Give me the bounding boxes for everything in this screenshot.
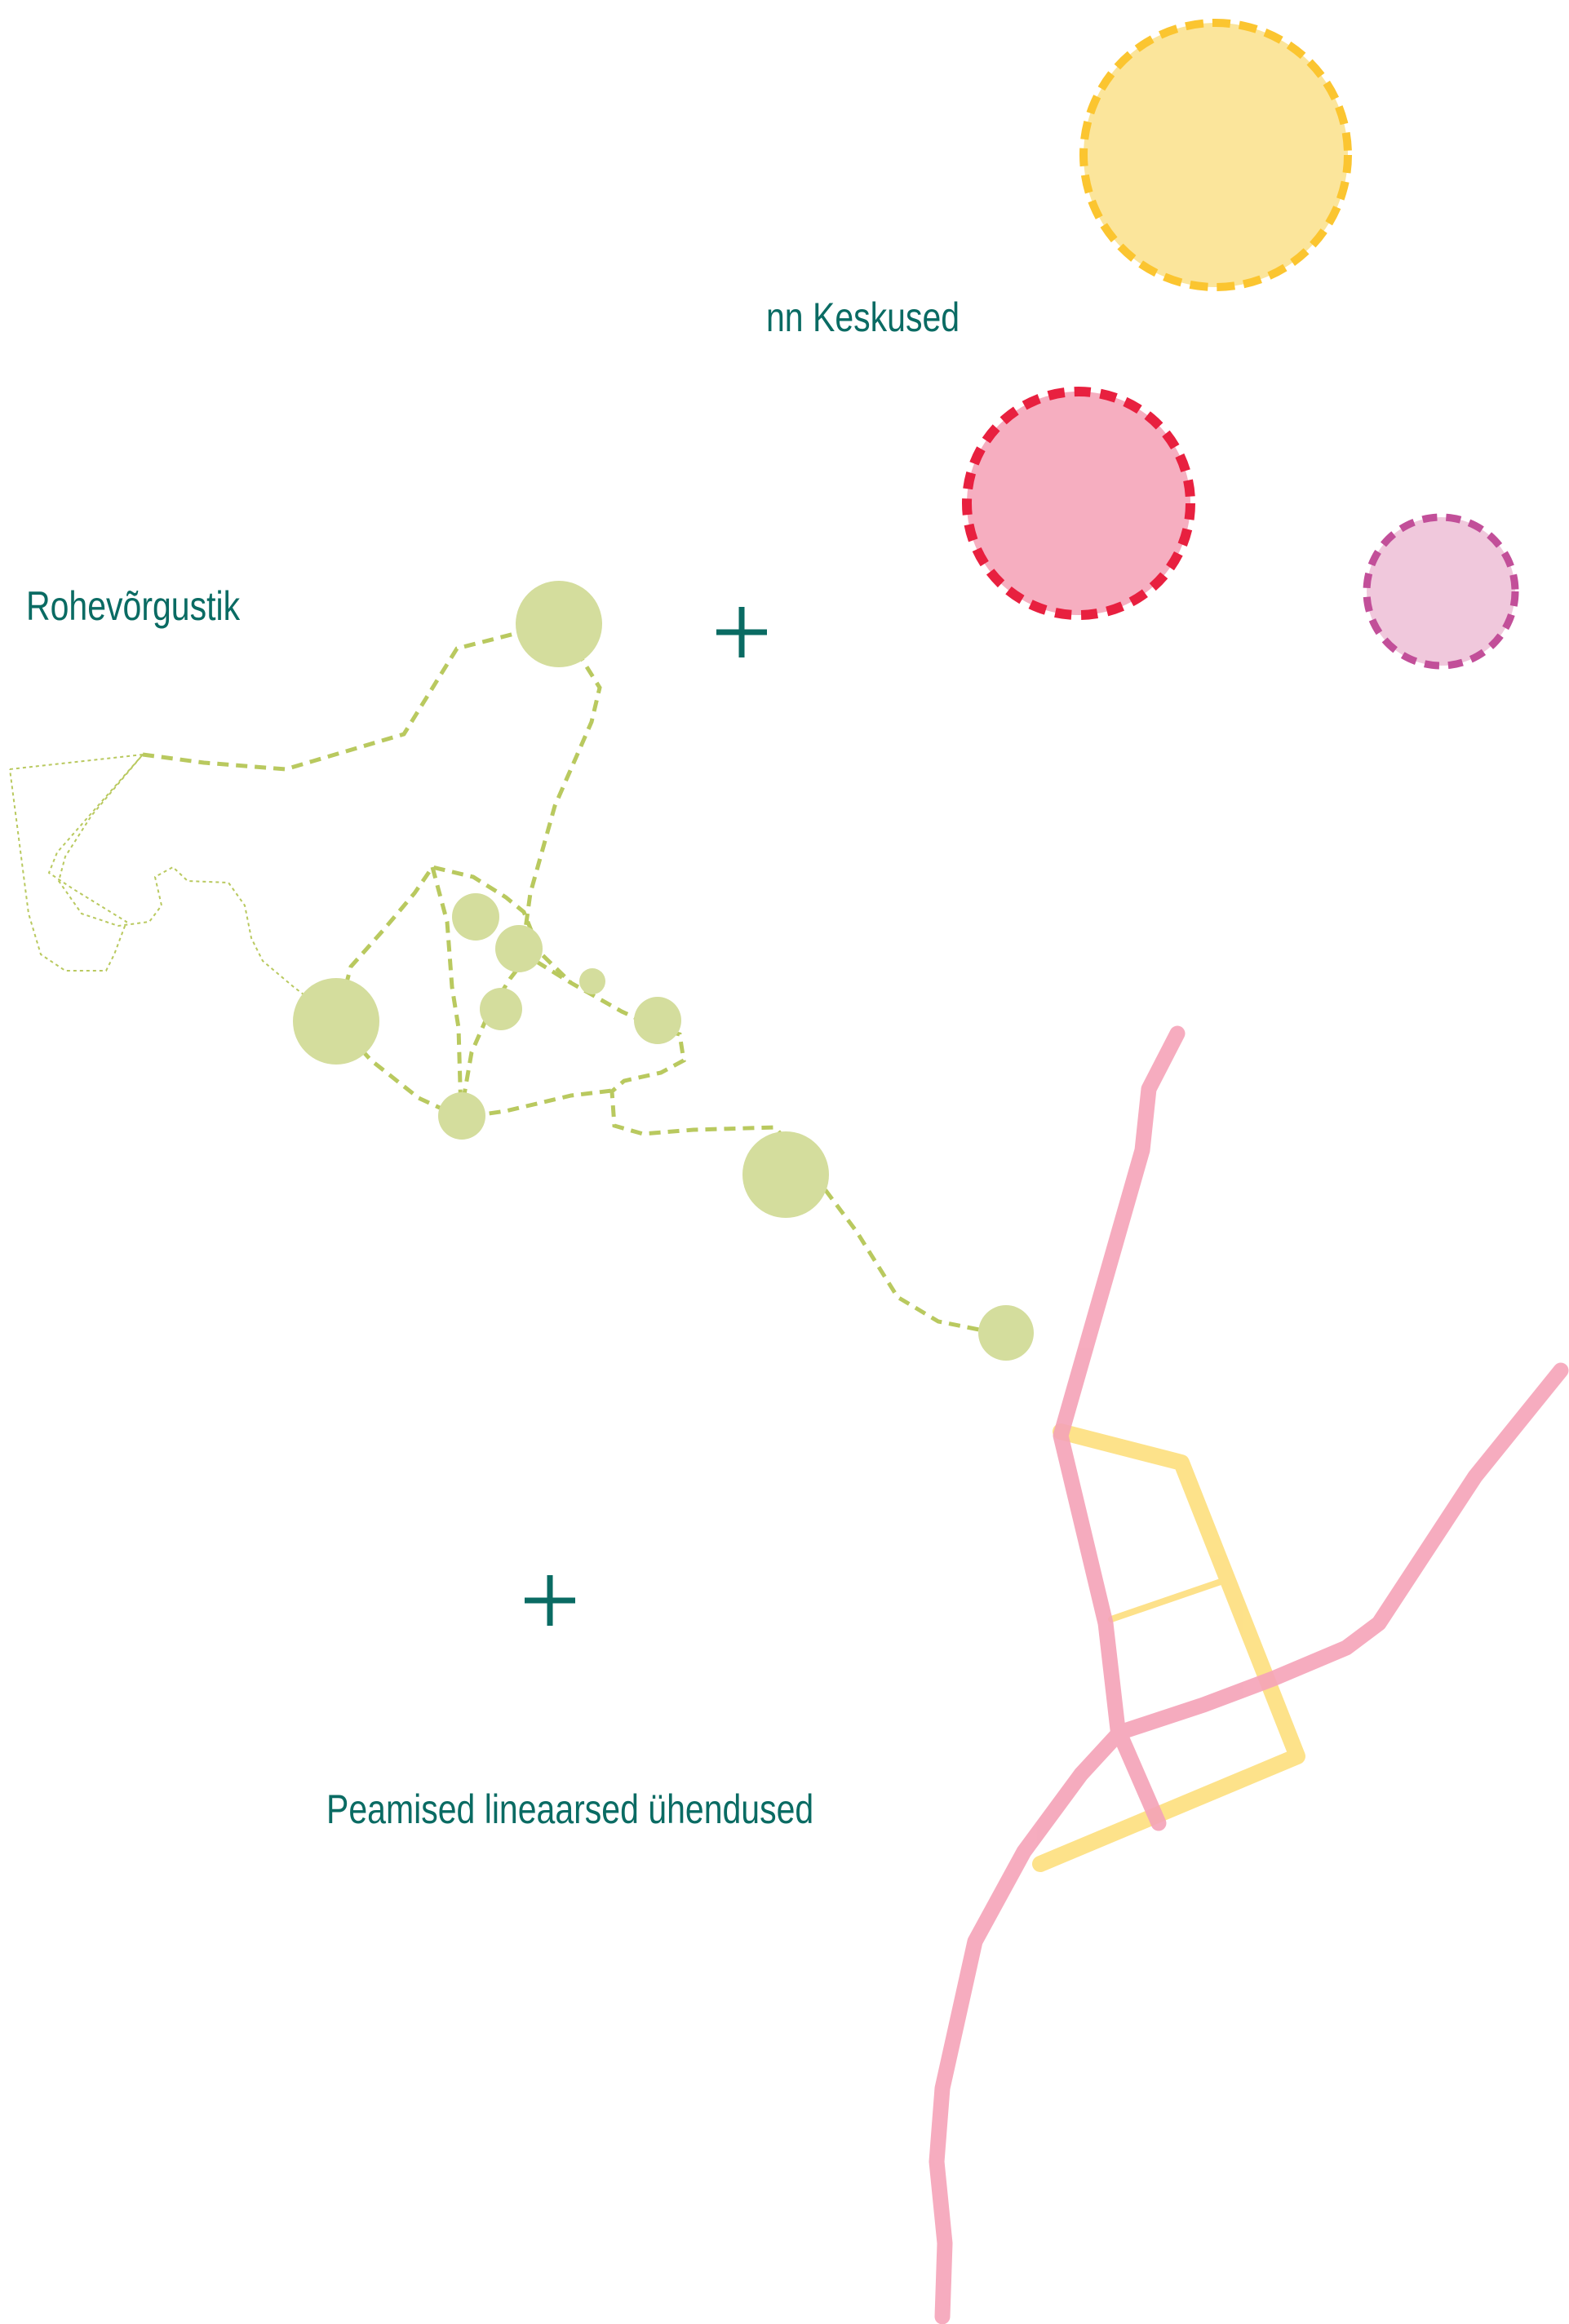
center-yellow: [1079, 19, 1352, 291]
green-network: [9, 581, 1034, 1361]
green-node: [495, 925, 543, 972]
green-node: [634, 997, 681, 1044]
linear-connections-label: Peamised lineaarsed ühendused: [326, 1786, 814, 1832]
center-red: [962, 387, 1195, 620]
yellow-connection: [1032, 1423, 1305, 1872]
center-magenta: [1363, 513, 1519, 670]
green-node: [516, 581, 602, 667]
green-node: [293, 978, 379, 1065]
centers-label: nn Keskused: [766, 294, 960, 340]
green-node: [480, 988, 522, 1030]
green-area-outline: [9, 753, 343, 1023]
green-node: [579, 968, 605, 994]
green-path: [142, 620, 992, 1335]
green-network-label: Rohevõrgustik: [26, 583, 241, 629]
green-path: [334, 865, 573, 1023]
plus-sign-icon: [525, 1575, 575, 1626]
plus-sign-icon: [716, 607, 767, 657]
pink-connection: [929, 1362, 1569, 2324]
linear-connections: [929, 1025, 1569, 2324]
green-node: [978, 1305, 1034, 1361]
yellow-connection-thin: [1108, 1577, 1229, 1622]
green-node: [742, 1131, 829, 1218]
centers-group: [962, 19, 1519, 670]
green-node: [452, 893, 499, 941]
green-node: [438, 1092, 485, 1140]
